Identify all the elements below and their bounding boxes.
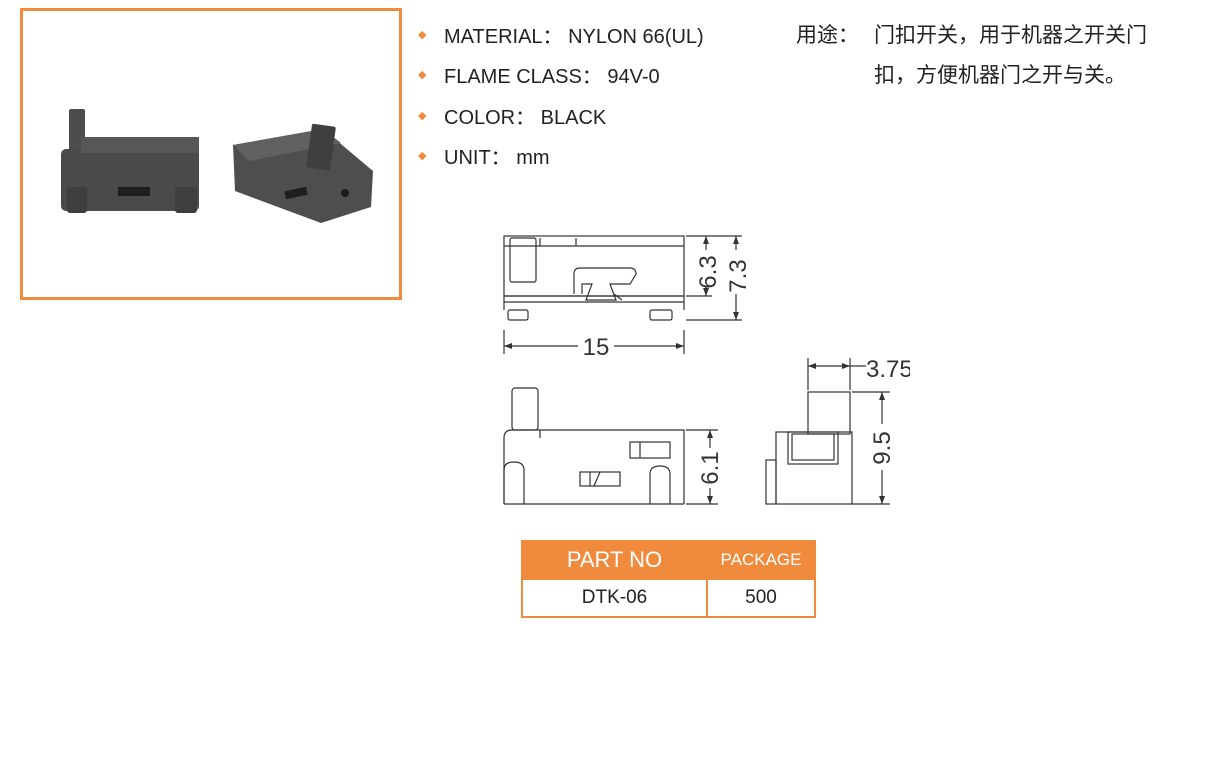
dim-15: 15 [583, 334, 610, 361]
header-package: PACKAGE [706, 540, 816, 580]
spec-text: COLOR： BLACK [444, 106, 607, 129]
dim-3-75: 3.75 [866, 356, 910, 383]
diamond-bullet-icon: ◆ [418, 150, 427, 163]
spec-item-color: ◆ COLOR： BLACK [418, 95, 704, 136]
spec-list: ◆ MATERIAL： NYLON 66(UL) ◆ FLAME CLASS： … [418, 14, 704, 176]
dimension-side-height: 6.1 [686, 429, 724, 505]
header-part-no: PART NO [521, 540, 708, 580]
dimension-end: 3.75 9.5 [807, 356, 910, 505]
diamond-bullet-icon: ◆ [418, 28, 427, 41]
side-view [503, 387, 685, 505]
spec-item-unit: ◆ UNIT： mm [418, 136, 704, 177]
part-right-view [233, 123, 373, 223]
product-photo [61, 109, 373, 223]
part-table: PART NO PACKAGE DTK-06 500 [521, 540, 816, 618]
diamond-bullet-icon: ◆ [418, 69, 427, 82]
spec-text: FLAME CLASS： 94V-0 [444, 66, 660, 89]
usage-text: 门扣开关，用于机器之开关门扣，方便机器门之开与关。 [874, 24, 1147, 87]
technical-drawing: 15 6.3 7.3 6.1 [503, 235, 910, 505]
spec-item-flame-class: ◆ FLAME CLASS： 94V-0 [418, 55, 704, 96]
dimension-height: 6.3 7.3 [686, 235, 752, 321]
product-photo-frame [20, 8, 402, 300]
part-left-view [61, 109, 199, 213]
table-row: DTK-06 500 [521, 578, 816, 618]
table-header-row: PART NO PACKAGE [521, 540, 816, 580]
dim-6-3: 6.3 [695, 255, 722, 288]
spec-item-material: ◆ MATERIAL： NYLON 66(UL) [418, 14, 704, 55]
end-view [765, 391, 853, 505]
usage-label: 用途： [796, 24, 859, 47]
cell-package: 500 [706, 578, 816, 618]
spec-text: UNIT： mm [444, 147, 550, 170]
top-view [503, 235, 685, 321]
cell-part-no: DTK-06 [521, 578, 708, 618]
spec-text: MATERIAL： NYLON 66(UL) [444, 25, 704, 48]
diamond-bullet-icon: ◆ [418, 109, 427, 122]
dimension-width: 15 [503, 330, 685, 361]
dim-7-3: 7.3 [725, 259, 752, 292]
dim-9-5: 9.5 [869, 431, 896, 464]
dim-6-1: 6.1 [697, 451, 724, 484]
